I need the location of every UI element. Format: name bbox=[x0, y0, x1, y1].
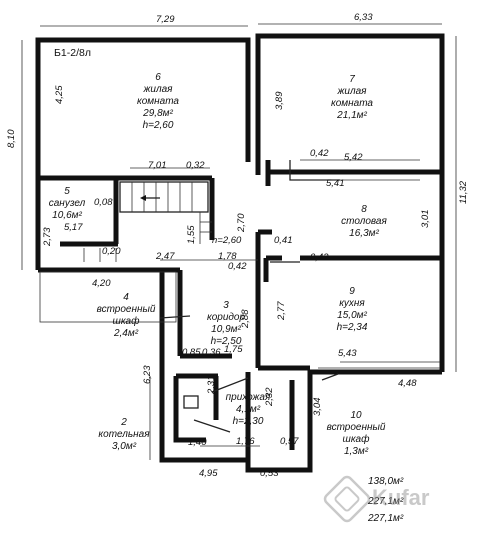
room-7-name: жилая bbox=[337, 86, 368, 97]
room-8-area: 16,3м² bbox=[349, 228, 379, 239]
dimension-label: 0,20 bbox=[102, 246, 121, 257]
dimension-label: 0,08 bbox=[94, 197, 113, 208]
room-10-name: шкаф bbox=[343, 433, 371, 445]
room-6-name: комната bbox=[137, 96, 179, 107]
room-3-height: h=2,50 bbox=[211, 336, 242, 347]
dimension-label: 0,32 bbox=[186, 160, 205, 171]
kufar-logo-icon bbox=[323, 475, 371, 523]
dimension-label: 4,25 bbox=[54, 85, 65, 104]
dimension-label: 0,42 bbox=[310, 252, 329, 263]
room-7-number: 7 bbox=[349, 74, 355, 85]
dimension-label: 0,57 bbox=[280, 436, 299, 447]
room-9-height: h=2,34 bbox=[337, 322, 368, 333]
dimension-label: 2,88 bbox=[240, 309, 251, 329]
dimension-label: 2,47 bbox=[155, 251, 175, 262]
dimension-label: 4,20 bbox=[92, 278, 111, 289]
dimension-label: 0,42 bbox=[228, 261, 247, 272]
dimension-label: 0,85 bbox=[182, 347, 201, 358]
dimension-label: 7,29 bbox=[156, 14, 175, 25]
staircase bbox=[119, 181, 212, 244]
total-area-1: 138,0м² bbox=[368, 476, 404, 487]
dimension-label: 0,36 bbox=[202, 347, 221, 358]
total-area-2: 227,1м² bbox=[367, 496, 404, 507]
dimension-labels: 7,29 6,33 4,25 8,10 3,89 11,32 7,01 0,32 0,42 5,4… bbox=[6, 12, 469, 479]
dimension-label: 5,17 bbox=[64, 222, 83, 233]
room-4-area: 2,4м² bbox=[113, 328, 139, 339]
room-4-name: шкаф bbox=[113, 315, 141, 327]
room-2-area: 3,0м² bbox=[112, 441, 137, 452]
dimension-label: 5,43 bbox=[338, 348, 357, 359]
room-7-name: комната bbox=[331, 98, 373, 109]
dimension-lines bbox=[21, 23, 457, 460]
room-6-height: h=2,60 bbox=[143, 120, 174, 131]
dimension-label: 4,95 bbox=[199, 468, 218, 479]
dimension-label: 8,10 bbox=[6, 129, 17, 148]
dimension-label: 1,76 bbox=[236, 436, 255, 447]
interior-walls bbox=[38, 40, 442, 460]
dimension-label: 1,75 bbox=[224, 344, 243, 355]
dimension-label: 6,33 bbox=[354, 12, 373, 23]
plan-code: Б1-2/8л bbox=[54, 47, 91, 59]
dimension-label: 2,73 bbox=[42, 227, 53, 247]
room-5-number: 5 bbox=[64, 186, 70, 197]
dimension-label: 7,01 bbox=[148, 160, 167, 171]
total-area-3: 227,1м² bbox=[367, 513, 404, 524]
room-3-name: коридор bbox=[207, 312, 245, 323]
area-totals: 138,0м² 227,1м² 227,1м² bbox=[367, 476, 404, 524]
room-2-name: котельная bbox=[98, 429, 150, 440]
dimension-label: 0,42 bbox=[310, 148, 329, 159]
room-9-number: 9 bbox=[349, 286, 355, 297]
room-8-number: 8 bbox=[361, 204, 367, 215]
dimension-label: 3,89 bbox=[274, 91, 285, 110]
dimension-label: 2,77 bbox=[276, 301, 287, 321]
dimension-label: 0,53 bbox=[260, 468, 279, 479]
room-6-number: 6 bbox=[155, 72, 161, 83]
room-10-number: 10 bbox=[350, 410, 362, 421]
watermark-text: Kufar bbox=[372, 485, 430, 510]
room-2-number: 2 bbox=[120, 417, 127, 428]
room-labels: 6жилаякомната29,8м²h=2,607жилаякомната21… bbox=[49, 72, 388, 457]
room-10-area: 1,3м² bbox=[344, 446, 369, 457]
room-3-number: 3 bbox=[223, 300, 229, 311]
room-6-area: 29,8м² bbox=[142, 108, 173, 119]
dimension-label: 11,32 bbox=[458, 180, 469, 204]
room-4-name: встроенный bbox=[97, 304, 156, 315]
room-1-number: 1 bbox=[245, 380, 251, 391]
kufar-watermark: Kufar bbox=[323, 475, 430, 523]
dimension-label: 3,04 bbox=[312, 398, 323, 417]
room-1-name: прихожая bbox=[226, 392, 271, 403]
room-5-area: 10,6м² bbox=[52, 210, 82, 221]
dimension-label: 2,32 bbox=[264, 387, 275, 407]
dimension-label: h=2,60 bbox=[212, 235, 242, 246]
room-7-area: 21,1м² bbox=[336, 110, 367, 121]
room-9-name: кухня bbox=[339, 298, 365, 309]
dimension-label: 1,40 bbox=[188, 437, 207, 448]
dimension-label: 5,41 bbox=[326, 178, 345, 189]
dimension-label: 5,42 bbox=[344, 152, 363, 163]
room-10-name: встроенный bbox=[327, 422, 386, 433]
room-3-area: 10,9м² bbox=[211, 324, 241, 335]
room-8-name: столовая bbox=[341, 216, 387, 227]
dimension-label: 1,78 bbox=[218, 251, 237, 262]
room-9-area: 15,0м² bbox=[337, 310, 367, 321]
room-5-name: санузел bbox=[49, 198, 86, 209]
room-1-height: h=2,30 bbox=[233, 416, 264, 427]
room-6-name: жилая bbox=[143, 84, 174, 95]
dimension-label: 4,48 bbox=[398, 378, 417, 389]
dimension-label: 0,41 bbox=[274, 235, 293, 246]
dimension-label: 6,23 bbox=[142, 365, 153, 384]
dimension-label: 2,70 bbox=[236, 213, 247, 233]
room-4-number: 4 bbox=[123, 292, 129, 303]
dimension-label: 3,01 bbox=[420, 210, 431, 229]
dimension-label: 1,55 bbox=[186, 225, 197, 244]
room-1-area: 4,1м² bbox=[236, 404, 261, 415]
dimension-label: 2,31 bbox=[206, 376, 217, 396]
